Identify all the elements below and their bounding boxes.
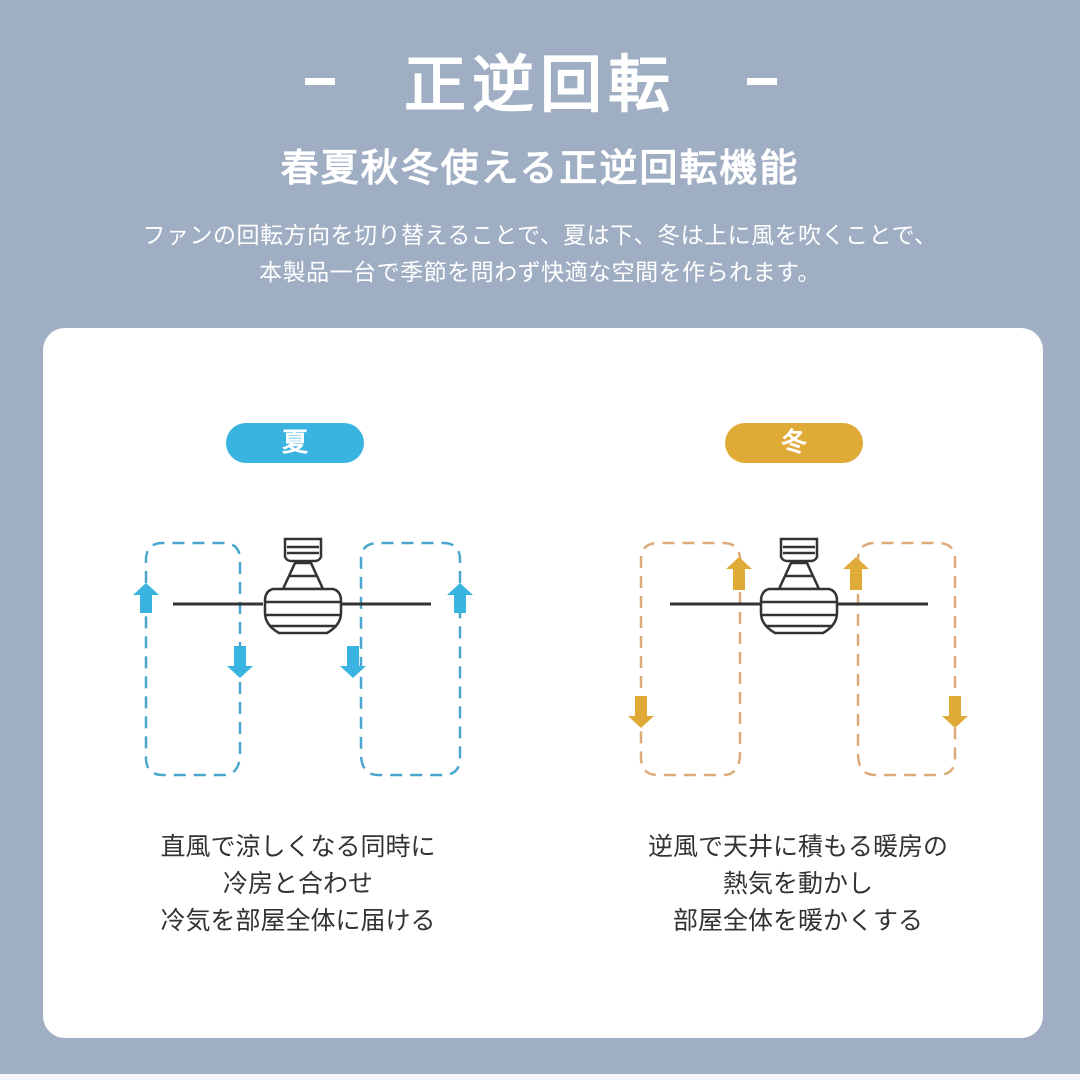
summer-badge: 夏 [226,423,364,463]
caption-line: 直風で涼しくなる同時に [160,832,436,861]
winter-caption: 逆風で天井に積もる暖房の 熱気を動かし 部屋全体を暖かくする [588,828,1008,939]
page-title-row: 正逆回転 [0,40,1080,130]
winter-airflow-up-diagram-icon [628,537,968,777]
page-title: 正逆回転 [403,48,676,121]
summer-airflow-down-diagram-icon [133,537,473,777]
caption-line: 部屋全体を暖かくする [672,906,923,935]
description-line: 本製品一台で季節を問わず快適な空間を作られます。 [259,260,821,286]
caption-line: 冷気を部屋全体に届ける [160,906,436,935]
caption-line: 逆風で天井に積もる暖房の [647,832,948,861]
caption-line: 熱気を動かし [722,869,873,898]
description: ファンの回転方向を切り替えることで、夏は下、冬は上に風を吹くことで、 本製品一台… [0,218,1080,292]
feature-card: 夏 直風で涼しくなる同時に 冷房と合わせ [43,328,1043,1038]
summer-caption: 直風で涼しくなる同時に 冷房と合わせ 冷気を部屋全体に届ける [88,828,508,939]
title-dash-left [305,78,335,85]
page-subtitle: 春夏秋冬使える正逆回転機能 [280,146,800,190]
title-dash-right [747,78,777,85]
winter-badge: 冬 [725,423,863,463]
description-line: ファンの回転方向を切り替えることで、夏は下、冬は上に風を吹くことで、 [142,223,938,249]
bottom-edge [0,1074,1080,1080]
caption-line: 冷房と合わせ [222,869,373,898]
